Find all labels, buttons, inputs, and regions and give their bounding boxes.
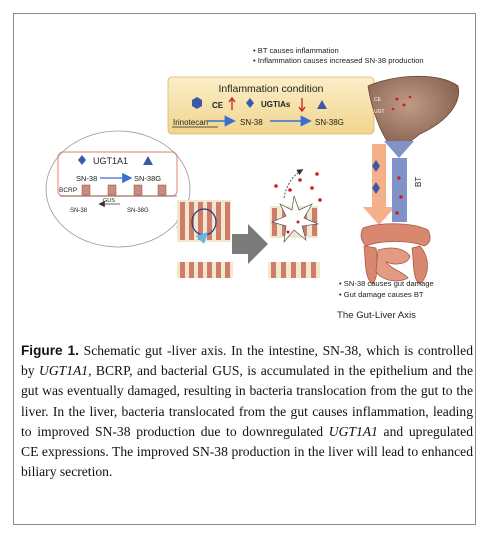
axis-title: The Gut-Liver Axis bbox=[337, 310, 416, 321]
gus-label: GUS bbox=[103, 198, 115, 204]
caption-text-1: Schematic gut -liver axis. In the intest… bbox=[21, 343, 473, 379]
caption-text-3: and upregulated CE expressions. The impr… bbox=[21, 423, 473, 480]
zoom-triangle-marker bbox=[143, 156, 153, 165]
figure-label: Figure 1. bbox=[21, 343, 79, 358]
liver-note-1: • BT causes inflammation bbox=[253, 46, 339, 55]
gut-liver-diagram: • BT causes inflammation • Inflammation … bbox=[45, 46, 460, 321]
inflammation-condition-box: Inflammation condition CE UGTIAs Irinote… bbox=[167, 76, 375, 135]
liver-note-2: • Inflammation causes increased SN-38 pr… bbox=[253, 56, 424, 65]
inflammation-title: Inflammation condition bbox=[218, 83, 323, 95]
damage-burst bbox=[270, 195, 320, 244]
gut-note-1: • SN-38 causes gut damage bbox=[339, 279, 434, 288]
figure-frame bbox=[13, 13, 476, 525]
caption-ugt-1: UGT1A1 bbox=[39, 363, 89, 379]
liver-ce-label: CE bbox=[374, 97, 382, 103]
zoom-sn38g-label: SN-38G bbox=[134, 174, 161, 183]
lower-sn38-label: SN-38 bbox=[70, 208, 88, 214]
zoom-circle bbox=[45, 130, 191, 248]
ce-label: CE bbox=[212, 101, 224, 110]
ugtia-label: UGTIAs bbox=[261, 100, 291, 109]
progression-arrow bbox=[232, 224, 268, 264]
villi-normal-top bbox=[177, 200, 231, 244]
ce-up-arrow bbox=[228, 96, 236, 110]
caption-ugt-2: UGT1A1 bbox=[328, 423, 378, 439]
ugt-diamond-marker bbox=[246, 98, 254, 108]
intestine-illustration bbox=[360, 223, 431, 285]
sn38g-triangle-marker bbox=[317, 100, 327, 109]
caption-text-2: , BCRP, and bacterial GUS, is accumulate… bbox=[21, 363, 474, 439]
bt-label: BT bbox=[414, 177, 423, 187]
liver-illustration: CE UGT bbox=[367, 75, 460, 149]
bacteria-translocation bbox=[274, 169, 322, 234]
irinotecan-label: Irinotecan bbox=[173, 118, 208, 127]
villi-damaged-top bbox=[270, 195, 320, 244]
figure-caption: Figure 1. Schematic gut -liver axis. In … bbox=[21, 341, 473, 482]
villi-normal-bottom bbox=[177, 262, 233, 278]
orange-down-arrow bbox=[363, 144, 395, 225]
zoom-ugt-label: UGT1A1 bbox=[93, 156, 128, 166]
zoom-diamond-marker bbox=[78, 155, 86, 165]
liver-ugt-label: UGT bbox=[374, 109, 385, 115]
gut-note-2: • Gut damage causes BT bbox=[339, 290, 424, 299]
villi-damaged-bottom bbox=[268, 262, 320, 278]
infl-sn38g-label: SN-38G bbox=[315, 118, 344, 127]
epithelium-transport-detail: BCRP GUS SN-38 SN-38G bbox=[59, 184, 177, 214]
ugt-down-arrow bbox=[298, 98, 306, 113]
ce-hexagon-marker bbox=[192, 97, 202, 109]
lower-sn38g-label: SN-38G bbox=[127, 208, 149, 214]
blue-up-arrow-bt bbox=[384, 141, 414, 222]
bcrp-label: BCRP bbox=[59, 187, 77, 194]
infl-sn38-label: SN-38 bbox=[240, 118, 263, 127]
zoom-sn38-label: SN-38 bbox=[76, 174, 97, 183]
